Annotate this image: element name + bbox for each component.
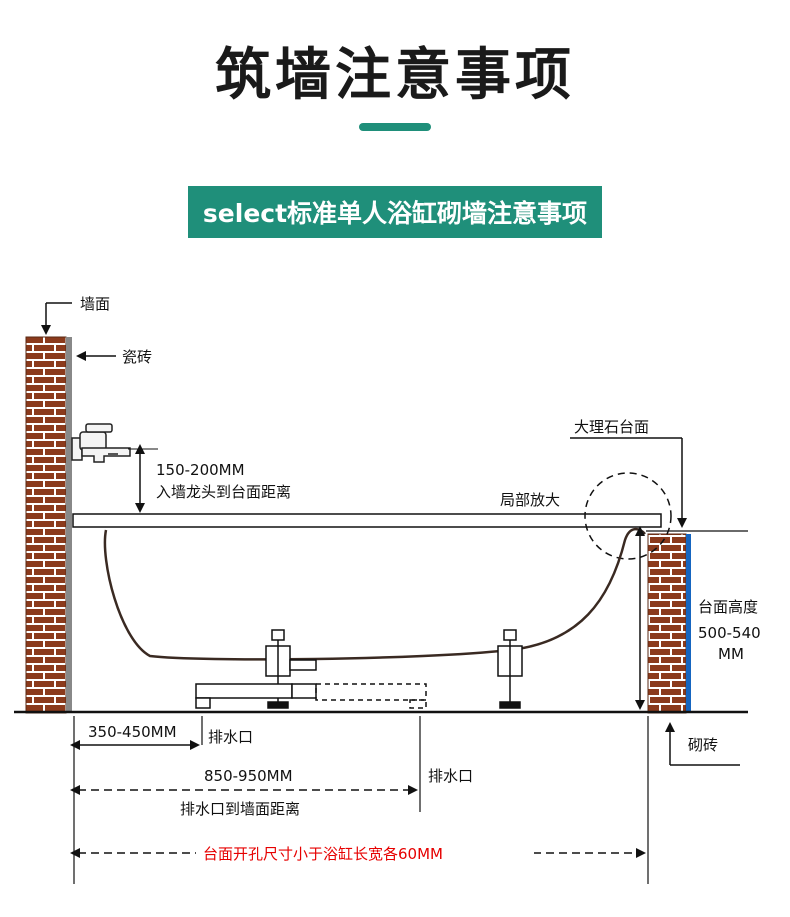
marble-top-label: 大理石台面 (574, 418, 649, 436)
opening-note: 台面开孔尺寸小于浴缸长宽各60MM (203, 845, 443, 863)
tile-label: 瓷砖 (122, 348, 152, 366)
drain-pipe (195, 659, 317, 709)
drain-pipe-extension-dashed (315, 683, 427, 709)
marble-top-pointer (570, 437, 687, 528)
opening-note-bg (196, 841, 534, 865)
detail-zoom-label: 局部放大 (500, 491, 560, 509)
faucet-height-desc: 入墙龙头到台面距离 (156, 483, 291, 501)
wall-surface-pointer (41, 302, 72, 335)
detail-zoom-circle (584, 472, 672, 560)
tub-outline-curve (103, 527, 646, 661)
adjustable-foot-left (265, 629, 291, 709)
page-title: 筑墙注意事项 (215, 43, 575, 108)
left-brick-wall (25, 336, 67, 714)
counter-height-value: 500-540 (698, 624, 761, 642)
wall-tile-layer (66, 337, 72, 713)
faucet-icon (71, 423, 131, 463)
wall-surface-label: 墙面 (80, 295, 110, 313)
counter-height-unit: MM (718, 645, 744, 663)
drain-offset-value: 350-450MM (88, 723, 177, 741)
faucet-height-value: 150-200MM (156, 461, 245, 479)
drain-distance-value: 850-950MM (204, 767, 293, 785)
counter-height-label: 台面高度 (698, 598, 758, 616)
right-brick-support (647, 533, 687, 714)
brick-label: 砌砖 (688, 736, 718, 754)
drain-distance-desc: 排水口到墙面距离 (180, 800, 300, 818)
brick-pointer (665, 722, 740, 766)
drain-label-1: 排水口 (208, 728, 253, 746)
adjustable-foot-right (497, 629, 523, 709)
subtitle-banner: select标准单人浴缸砌墙注意事项 (188, 186, 602, 238)
blue-edge-line (686, 534, 691, 713)
drain-label-2: 排水口 (428, 767, 473, 785)
title-underline (359, 123, 431, 131)
countertop-slab (72, 513, 662, 528)
